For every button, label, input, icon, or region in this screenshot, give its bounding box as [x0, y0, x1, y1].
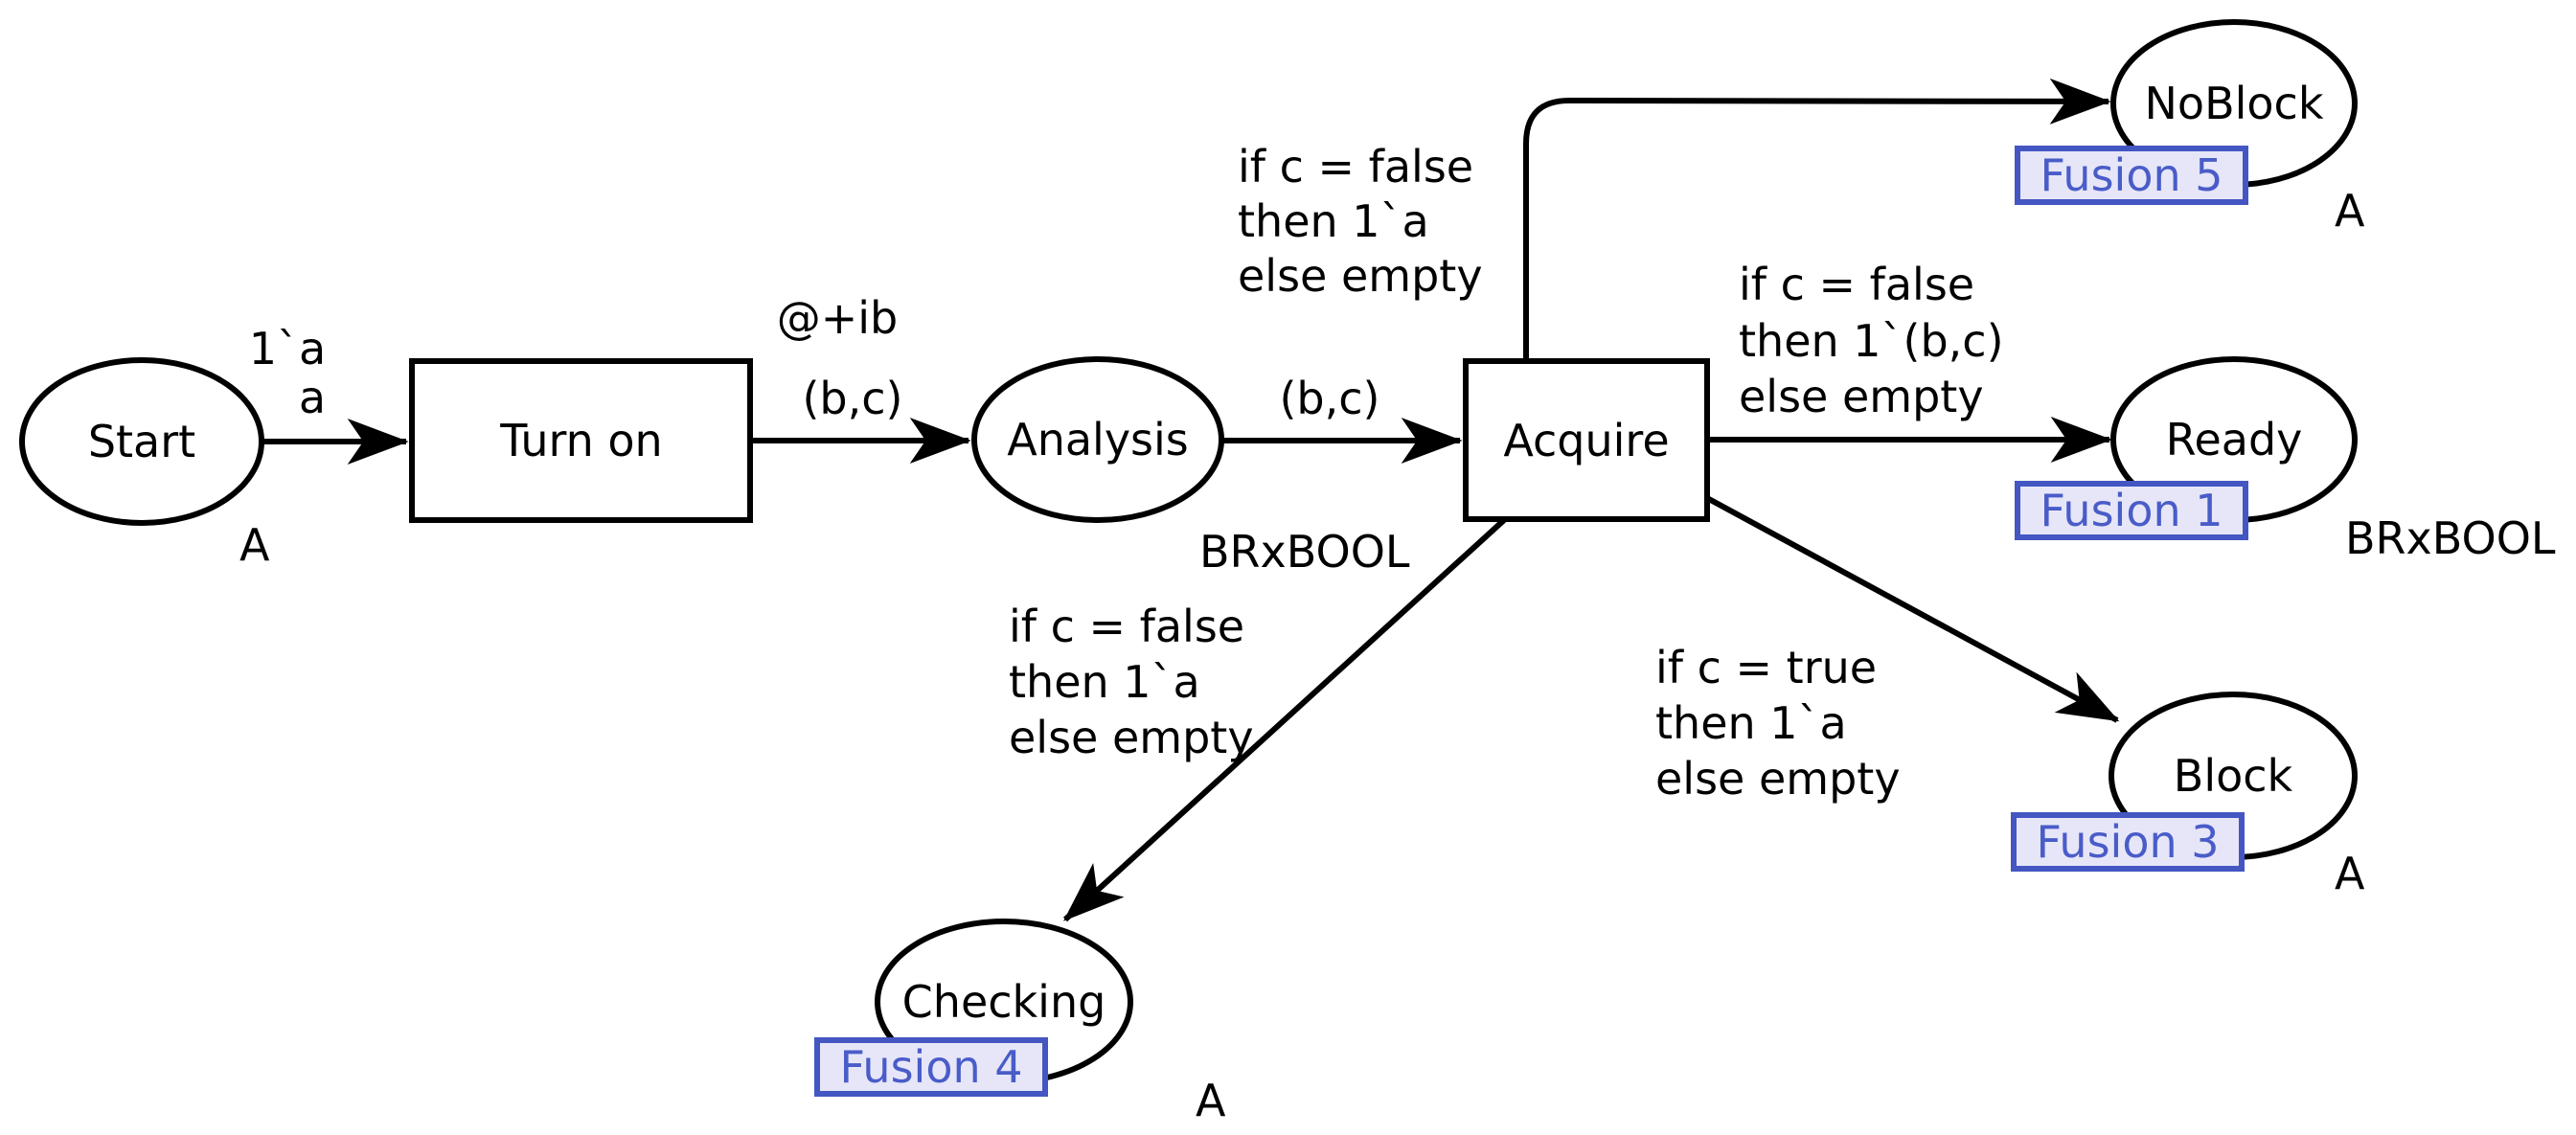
- arc-line-acquire-to-block[interactable]: [1705, 495, 2120, 723]
- arc-inscription-line2: then 1`a: [1655, 697, 1847, 749]
- fusion-tag-block[interactable]: [2011, 812, 2245, 872]
- arc-inscription-line1: if c = true: [1655, 642, 1877, 693]
- place-analysis-shape[interactable]: [971, 356, 1224, 523]
- arc-turnon-to-analysis: @+ib (b,c): [750, 292, 971, 464]
- fusion-tag-ready-label: Fusion 1: [2040, 485, 2223, 536]
- arc-inscription: (b,c): [802, 373, 902, 424]
- place-block-label: Block: [2174, 750, 2293, 802]
- place-analysis-colorset: BRxBOOL: [1199, 526, 1410, 578]
- transition-acquire-label: Acquire: [1503, 415, 1669, 466]
- place-noblock-label: NoBlock: [2145, 78, 2324, 129]
- place-analysis: Analysis BRxBOOL: [971, 356, 1410, 578]
- transition-acquire-shape[interactable]: [1463, 358, 1710, 522]
- arc-acquire-to-noblock: if c = false then 1`a else empty: [1238, 78, 2111, 361]
- transition-turn-on-shape[interactable]: [409, 358, 753, 523]
- transition-turn-on-label: Turn on: [499, 415, 662, 466]
- fusion-tag-ready[interactable]: [2015, 481, 2248, 540]
- place-start-label: Start: [88, 416, 195, 467]
- transition-acquire: Acquire: [1463, 358, 1710, 522]
- arc-inscription-line1: if c = false: [1238, 141, 1473, 193]
- place-start-colorset: A: [239, 519, 270, 571]
- fusion-tag-block-label: Fusion 3: [2036, 816, 2219, 868]
- place-noblock: NoBlock Fusion 5 A: [2015, 19, 2365, 237]
- fusion-tag-noblock[interactable]: [2015, 146, 2248, 205]
- arc-analysis-to-acquire: (b,c): [1221, 373, 1463, 464]
- arc-inscription-line3: else empty: [1655, 753, 1901, 805]
- place-ready-colorset: BRxBOOL: [2345, 512, 2556, 564]
- arc-inscription-line1: if c = false: [1009, 601, 1244, 652]
- place-ready-label: Ready: [2166, 414, 2303, 465]
- arc-start-to-turnon: 1`a a: [249, 323, 409, 465]
- place-checking-label: Checking: [902, 976, 1106, 1028]
- arc-acquire-to-checking: if c = false then 1`a else empty: [1009, 517, 1507, 922]
- arc-inscription-line3: else empty: [1739, 371, 1984, 422]
- arc-inscription-line2: then 1`a: [1009, 656, 1200, 708]
- arc-line-acquire-to-checking[interactable]: [1062, 517, 1507, 922]
- place-ready: Ready Fusion 1 BRxBOOL: [2015, 356, 2556, 564]
- arc-inscription-initial-marking: 1`a: [249, 323, 326, 375]
- arc-inscription-line2: then 1`a: [1238, 195, 1429, 247]
- transition-turn-on: Turn on: [409, 358, 753, 523]
- place-noblock-colorset: A: [2335, 185, 2365, 237]
- arc-acquire-to-ready: if c = false then 1`(b,c) else empty: [1707, 259, 2112, 463]
- arc-inscription-line3: else empty: [1009, 712, 1254, 763]
- place-start-shape[interactable]: [19, 357, 264, 526]
- arc-inscription-line3: else empty: [1238, 250, 1483, 302]
- arc-acquire-to-block: if c = true then 1`a else empty: [1655, 495, 2120, 805]
- place-checking-colorset: A: [1196, 1075, 1226, 1126]
- place-checking: Checking Fusion 4 A: [814, 919, 1226, 1126]
- fusion-tag-checking[interactable]: [814, 1037, 1048, 1097]
- place-block-colorset: A: [2335, 848, 2365, 899]
- arc-line-acquire-to-noblock[interactable]: [1523, 78, 2111, 361]
- place-block: Block Fusion 3 A: [2011, 692, 2365, 899]
- place-start: Start A: [19, 357, 270, 571]
- fusion-tag-checking-label: Fusion 4: [839, 1041, 1022, 1093]
- place-analysis-label: Analysis: [1007, 414, 1189, 465]
- fusion-tag-noblock-label: Fusion 5: [2040, 149, 2223, 201]
- arc-inscription-line1: if c = false: [1739, 259, 1974, 310]
- arc-time-inscription: @+ib: [777, 292, 899, 344]
- arc-inscription: (b,c): [1279, 373, 1379, 424]
- arc-inscription-variable: a: [299, 372, 326, 423]
- arc-inscription-line2: then 1`(b,c): [1739, 315, 2004, 367]
